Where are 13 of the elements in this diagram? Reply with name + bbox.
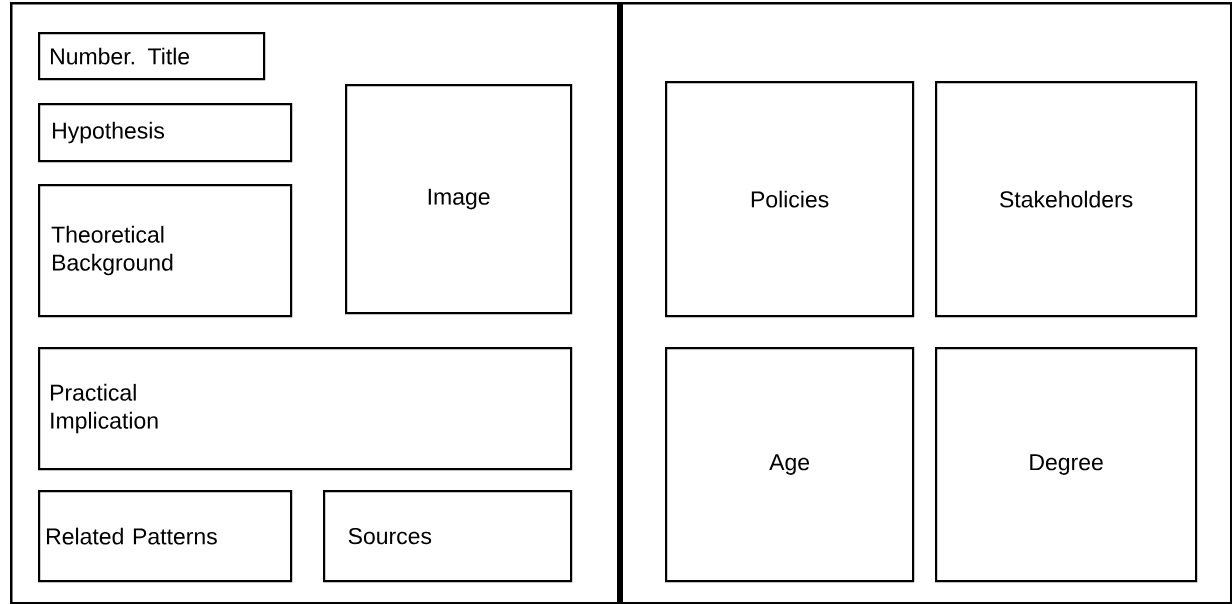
section-box: Stakeholders — [935, 81, 1198, 318]
section-box: Image — [345, 84, 573, 315]
section-box: Policies — [665, 81, 915, 318]
panel-frame — [620, 2, 1232, 604]
section-box: Number. Title — [38, 32, 266, 81]
section-box: Age — [665, 347, 915, 583]
section-box: Theoretical Background — [38, 184, 293, 318]
section-box: Hypothesis — [38, 103, 293, 163]
panel-frame — [10, 2, 623, 604]
section-box: Related Patterns — [38, 490, 293, 583]
section-box: Sources — [323, 490, 573, 583]
section-box: Practical Implication — [38, 347, 573, 471]
section-box: Degree — [935, 347, 1198, 583]
